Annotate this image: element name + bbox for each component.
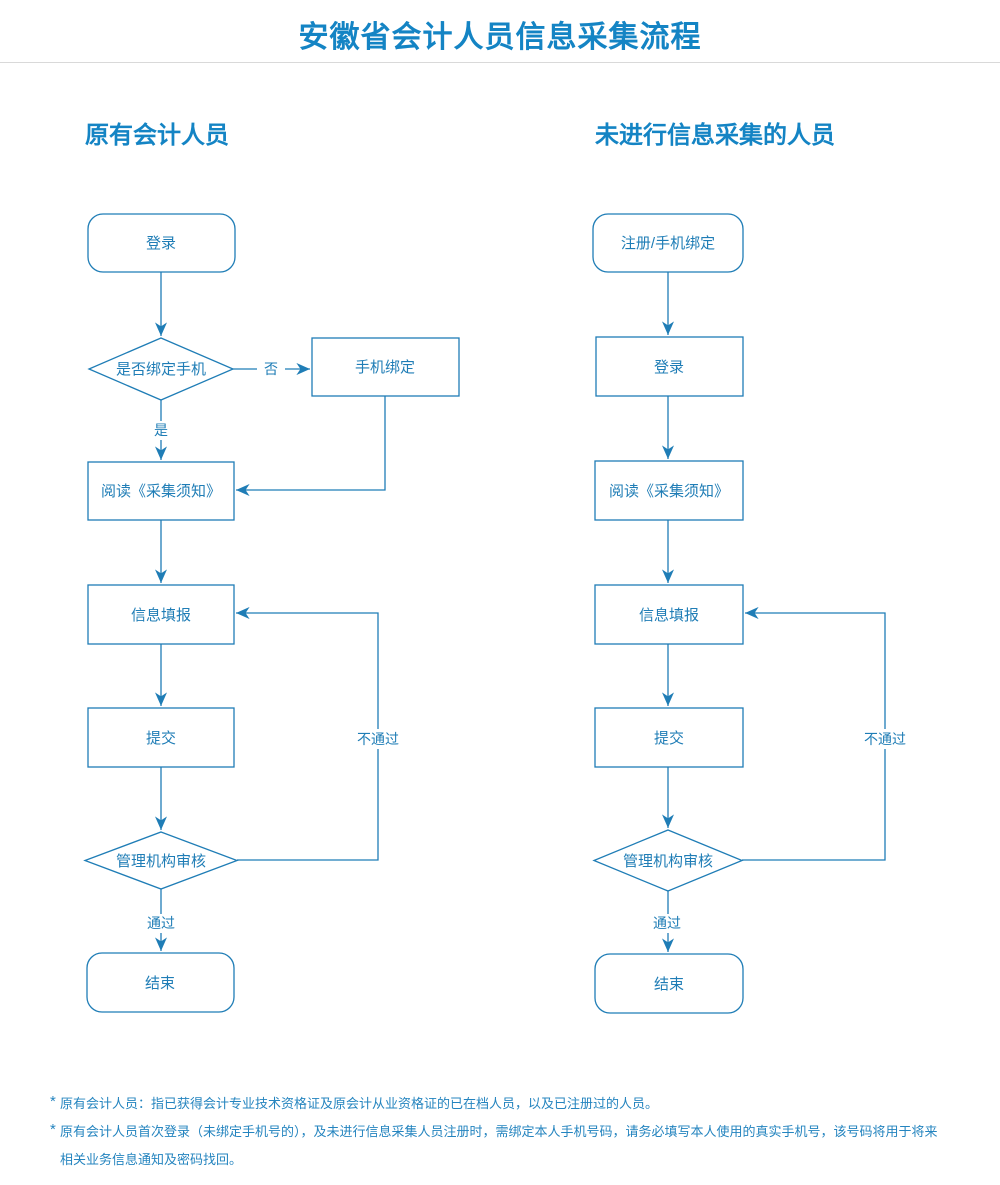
edge-label-bg	[257, 360, 285, 378]
footnotes: * 原有会计人员：指已获得会计专业技术资格证及原会计从业资格证的已在档人员，以及…	[50, 1090, 960, 1174]
node-left-bind-phone-label: 手机绑定	[355, 359, 415, 376]
node-left-login-label: 登录	[146, 235, 176, 252]
footnote-1: * 原有会计人员：指已获得会计专业技术资格证及原会计从业资格证的已在档人员，以及…	[50, 1090, 960, 1118]
decision-right-review	[592, 829, 744, 892]
edge-label-fail-left: 不通过	[357, 731, 399, 747]
decision-left-phone-bound	[87, 337, 235, 401]
edge-label-pass-left: 通过	[147, 915, 175, 931]
footnote-bullet: *	[50, 1121, 56, 1138]
decision-left-review-label: 管理机构审核	[116, 853, 206, 870]
edge-label-fail-right: 不通过	[864, 731, 906, 747]
node-right-register-label: 注册/手机绑定	[621, 235, 715, 252]
footnote-2-text: 原有会计人员首次登录（未绑定手机号的），及未进行信息采集人员注册时，需绑定本人手…	[60, 1124, 938, 1167]
decision-left-review	[83, 831, 239, 890]
edge-label-bg	[859, 729, 911, 749]
page-title: 安徽省会计人员信息采集流程	[298, 21, 702, 54]
node-left-end-label: 结束	[145, 975, 175, 992]
node-right-submit-label: 提交	[654, 729, 684, 747]
node-right-fill-info-label: 信息填报	[639, 607, 699, 624]
node-left-fill-info	[87, 584, 235, 645]
edge-label-bg	[146, 914, 176, 933]
node-left-bind-phone	[311, 337, 460, 397]
node-left-read-notice	[87, 461, 235, 521]
node-left-submit	[87, 707, 235, 768]
column-header-existing-accountants: 原有会计人员	[85, 122, 229, 149]
node-right-read-notice-label: 阅读《采集须知》	[609, 483, 729, 500]
edge-label-bg	[148, 421, 174, 440]
edge-label-no: 否	[264, 361, 278, 377]
node-right-submit	[594, 707, 744, 768]
node-right-fill-info	[594, 584, 744, 645]
footnote-1-text: 原有会计人员：指已获得会计专业技术资格证及原会计从业资格证的已在档人员，以及已注…	[60, 1096, 659, 1111]
node-left-submit-label: 提交	[146, 729, 176, 747]
column-header-uncollected-personnel: 未进行信息采集的人员	[595, 122, 835, 149]
decision-left-phone-bound-label: 是否绑定手机	[116, 361, 206, 378]
node-right-read-notice	[594, 460, 744, 521]
node-left-read-notice-label: 阅读《采集须知》	[101, 483, 221, 500]
decision-right-review-label: 管理机构审核	[623, 853, 713, 870]
title-divider	[0, 62, 1000, 63]
edge-label-bg	[652, 914, 682, 933]
node-right-login	[595, 336, 744, 397]
edge-label-bg	[352, 729, 404, 749]
node-right-register	[592, 213, 744, 273]
node-right-end	[594, 953, 744, 1014]
edge-left-bindphone-to-readnotice	[236, 396, 386, 497]
node-right-login-label: 登录	[654, 359, 684, 376]
edge-label-yes: 是	[154, 422, 168, 438]
node-left-end	[86, 952, 235, 1013]
node-left-fill-info-label: 信息填报	[131, 607, 191, 624]
node-left-login	[87, 213, 236, 273]
node-right-end-label: 结束	[654, 976, 684, 993]
edge-label-pass-right: 通过	[653, 915, 681, 931]
footnote-2: * 原有会计人员首次登录（未绑定手机号的），及未进行信息采集人员注册时，需绑定本…	[50, 1118, 960, 1174]
footnote-bullet: *	[50, 1093, 56, 1110]
